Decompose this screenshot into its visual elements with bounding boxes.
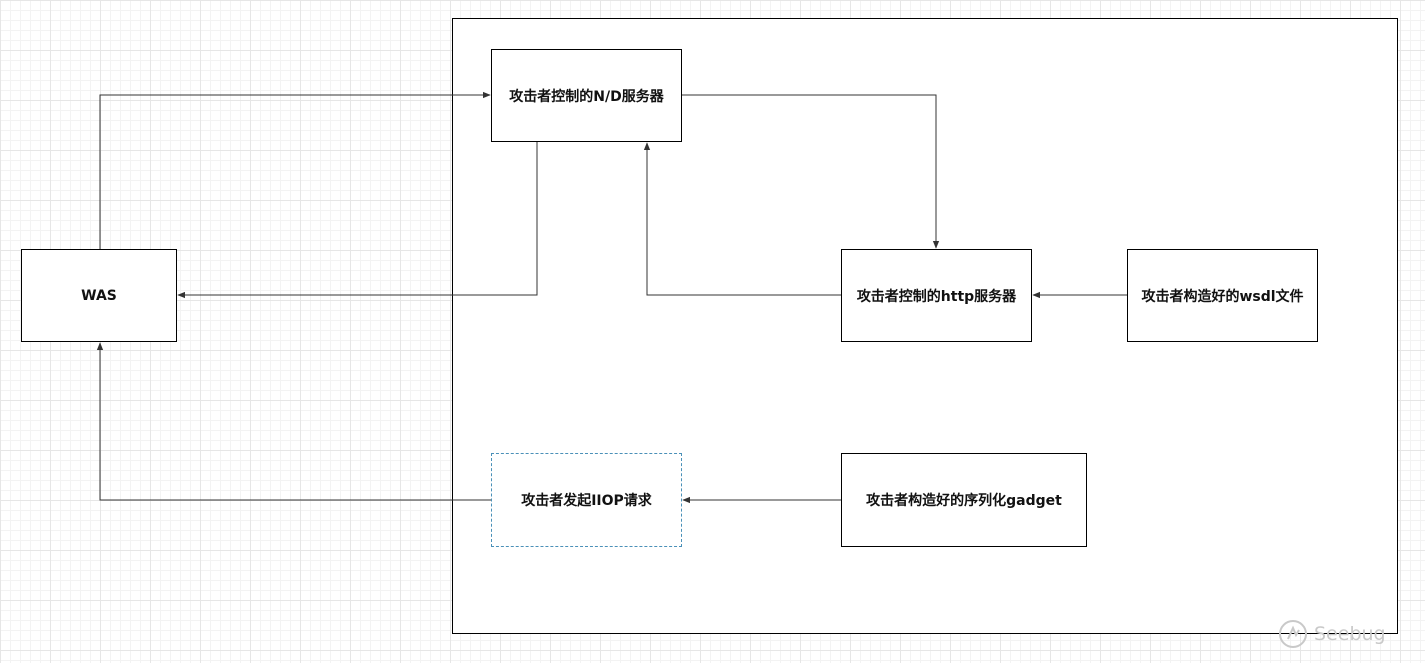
node-wsdl-file-label: 攻击者构造好的wsdl文件: [1141, 288, 1304, 305]
node-gadget: 攻击者构造好的序列化gadget: [841, 453, 1087, 547]
edge-iiop-to-was: [96, 342, 491, 501]
node-iiop-request-label: 攻击者发起IIOP请求: [521, 493, 652, 509]
node-nd-server: 攻击者控制的N/D服务器: [491, 49, 682, 142]
edge-was-to-nd: [99, 91, 491, 249]
edge-nd-to-was: [177, 142, 538, 299]
node-was-label: WAS: [81, 287, 117, 304]
seebug-watermark: Seebug: [1278, 616, 1418, 652]
node-http-server: 攻击者控制的http服务器: [841, 249, 1032, 342]
node-was: WAS: [21, 249, 177, 342]
node-gadget-label: 攻击者构造好的序列化gadget: [866, 493, 1062, 509]
watermark-text: Seebug: [1314, 623, 1386, 645]
node-iiop-request: 攻击者发起IIOP请求: [491, 453, 682, 547]
node-nd-server-label: 攻击者控制的N/D服务器: [509, 88, 664, 105]
edge-http-to-nd: [643, 142, 841, 296]
seebug-logo-icon: [1279, 620, 1307, 648]
node-wsdl-file: 攻击者构造好的wsdl文件: [1127, 249, 1318, 342]
edge-nd-to-http: [682, 94, 940, 249]
node-http-server-label: 攻击者控制的http服务器: [856, 288, 1017, 305]
